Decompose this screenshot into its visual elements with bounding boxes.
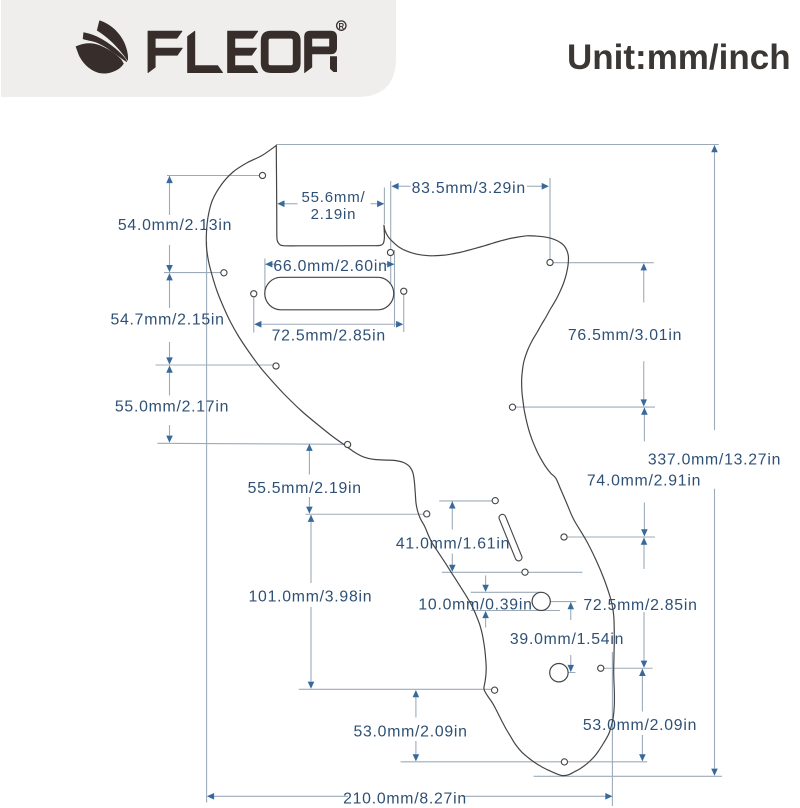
svg-text:54.0mm/2.13in: 54.0mm/2.13in: [118, 217, 232, 234]
svg-text:76.5mm/3.01in: 76.5mm/3.01in: [568, 327, 682, 344]
svg-text:83.5mm/3.29in: 83.5mm/3.29in: [412, 180, 526, 197]
svg-text:Unit:mm/inch: Unit:mm/inch: [567, 38, 791, 77]
svg-text:337.0mm/13.27in: 337.0mm/13.27in: [648, 452, 781, 469]
svg-text:66.0mm/2.60in: 66.0mm/2.60in: [273, 258, 387, 275]
svg-text:53.0mm/2.09in: 53.0mm/2.09in: [353, 723, 467, 740]
svg-text:72.5mm/2.85in: 72.5mm/2.85in: [272, 328, 386, 345]
svg-text:2.19in: 2.19in: [311, 206, 357, 223]
svg-text:54.7mm/2.15in: 54.7mm/2.15in: [110, 312, 224, 329]
svg-text:41.0mm/1.61in: 41.0mm/1.61in: [396, 536, 510, 553]
svg-text:74.0mm/2.91in: 74.0mm/2.91in: [587, 473, 701, 490]
svg-text:39.0mm/1.54in: 39.0mm/1.54in: [510, 631, 624, 648]
svg-text:55.6mm/: 55.6mm/: [302, 189, 366, 206]
svg-text:72.5mm/2.85in: 72.5mm/2.85in: [583, 597, 697, 614]
svg-text:101.0mm/3.98in: 101.0mm/3.98in: [249, 589, 373, 606]
svg-text:210.0mm/8.27in: 210.0mm/8.27in: [343, 791, 467, 808]
svg-text:55.5mm/2.19in: 55.5mm/2.19in: [248, 480, 362, 497]
svg-text:10.0mm/0.39in: 10.0mm/0.39in: [418, 597, 532, 614]
svg-text:55.0mm/2.17in: 55.0mm/2.17in: [115, 399, 229, 416]
svg-text:53.0mm/2.09in: 53.0mm/2.09in: [583, 717, 697, 734]
svg-text:R: R: [338, 22, 344, 31]
